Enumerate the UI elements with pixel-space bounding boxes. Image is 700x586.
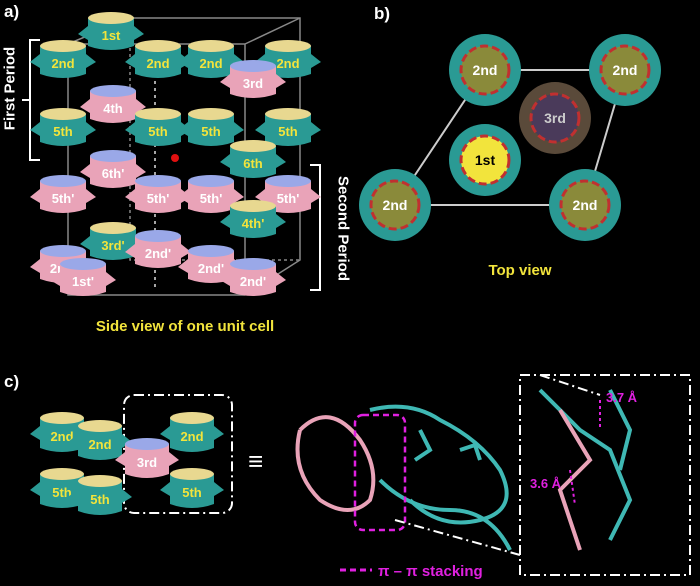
second-period-bracket (310, 164, 321, 291)
macrocycle-teal: 2nd (68, 420, 132, 460)
distance-2-label: 3.6 Å (530, 476, 562, 491)
macrocycle-pink: 3rd (220, 60, 286, 98)
top-view-diagram: 2nd 2nd 3rd 1st 2nd 2nd (359, 34, 661, 241)
macrocycle-teal: 6th (220, 140, 286, 178)
macrocycle-label: 2nd' (240, 274, 266, 289)
top-view-caption: Top view (488, 262, 552, 279)
distance-1-label: 3.7 Å (606, 390, 638, 405)
macrocycle-pink: 2nd' (220, 258, 286, 296)
top-view-macrocycle: 3rd (519, 82, 591, 154)
macrocycle-label: 5th (182, 485, 202, 500)
macrocycle-label: 2nd' (145, 246, 171, 261)
macrocycle-label: 5th (278, 124, 298, 139)
macrocycle-teal: 5th (125, 108, 191, 146)
macrocycle-label: 4th (103, 101, 123, 116)
macrocycle-teal: 3rd' (80, 222, 146, 260)
macrocycle-pink: 5th' (30, 175, 96, 213)
macrocycle-label: 6th (243, 156, 263, 171)
panel-c-label: c) (4, 372, 20, 391)
top-view-label: 2nd (613, 62, 638, 78)
macrocycle-teal: 2nd (160, 412, 224, 452)
stacking-diagram: 2nd 2nd 5th 5th 3rd 2nd 5th 3.7 Å 3.6 Å π – π … (30, 374, 691, 580)
macrocycle-label: 5th' (200, 191, 223, 206)
macrocycle-label: 1st' (72, 274, 94, 289)
inversion-center-dot (171, 154, 179, 162)
macrocycle-label: 5th (148, 124, 168, 139)
macrocycle-label: 5th (201, 124, 221, 139)
macrocycle-label: 3rd (243, 76, 263, 91)
macrocycle-label: 5th (53, 124, 73, 139)
macrocycle-teal: 5th (178, 108, 244, 146)
macrocycle-pink: 2nd' (125, 230, 191, 268)
top-view-macrocycle: 2nd (589, 34, 661, 106)
macrocycle-label: 2nd' (198, 261, 224, 276)
macrocycle-label: 5th' (147, 191, 170, 206)
macrocycle-teal: 2nd (30, 40, 96, 78)
macrocycle-label: 2nd (51, 56, 74, 71)
macrocycle-label: 2nd (199, 56, 222, 71)
macrocycle-teal: 5th (68, 475, 132, 515)
macrocycle-teal: 1st (78, 12, 144, 50)
macrocycle-pink: 2nd' (178, 245, 244, 283)
macrocycle-pink: 5th' (255, 175, 321, 213)
macrocycle-pink: 5th' (125, 175, 191, 213)
molecular-structure (369, 404, 512, 551)
stacking-region-box (353, 413, 407, 532)
macrocycle-label: 5th (52, 485, 72, 500)
equivalence-symbol: ≡ (248, 446, 263, 476)
macrocycle-label: 2nd (88, 437, 111, 452)
top-view-label: 2nd (473, 62, 498, 78)
macrocycle-teal: 5th (30, 108, 96, 146)
unit-cell-diagram: 1st 2nd 2nd 2nd 2nd 4th 3rd 5th 5th 5th 5th 6th 6th'… (22, 12, 321, 296)
macrocycle-label: 5th' (277, 191, 300, 206)
macrocycle-teal: 2nd (255, 40, 321, 78)
macrocycle-label: 2nd (276, 56, 299, 71)
macrocycle-label: 2nd (180, 429, 203, 444)
macrocycle-pink: 4th (80, 85, 146, 123)
macrocycle-teal: 5th (160, 468, 224, 508)
zoom-box (519, 374, 691, 576)
panel-a-label: a) (4, 2, 20, 21)
top-view-label: 2nd (573, 197, 598, 213)
panel-b-label: b) (374, 4, 391, 23)
macrocycle-pink: 1st' (50, 258, 116, 296)
top-view-label: 3rd (544, 110, 566, 126)
macrocycle-label: 2nd (146, 56, 169, 71)
macrocycle-label: 2nd (50, 429, 73, 444)
macrocycle-pink: 6th' (80, 150, 146, 188)
macrocycle-label: 4th' (242, 216, 265, 231)
macrocycle-teal: 4th' (220, 200, 286, 238)
top-view-macrocycle: 2nd (449, 34, 521, 106)
macrocycle-teal: 2nd (178, 40, 244, 78)
side-view-caption: Side view of one unit cell (95, 318, 275, 335)
macrocycle-label: 6th' (102, 166, 125, 181)
top-view-macrocycle: 2nd (359, 169, 431, 241)
top-view-macrocycle: 2nd (549, 169, 621, 241)
pink-molecule (295, 415, 376, 512)
first-period-bracket (22, 39, 40, 161)
macrocycle-label: 5th' (52, 191, 75, 206)
top-view-label: 1st (475, 152, 496, 168)
stacking-legend-label: π – π stacking (378, 563, 483, 580)
top-view-label: 2nd (383, 197, 408, 213)
macrocycle-label: 5th (90, 492, 110, 507)
macrocycle-teal: 2nd (125, 40, 191, 78)
macrocycle-label: 1st (102, 28, 121, 43)
macrocycle-label: 3rd (137, 455, 157, 470)
macrocycle-label: 3rd' (101, 238, 124, 253)
macrocycle-pink: 5th' (178, 175, 244, 213)
top-view-macrocycle: 1st (449, 124, 521, 196)
macrocycle-teal: 5th (255, 108, 321, 146)
macrocycle-pink: 3rd (115, 438, 179, 478)
